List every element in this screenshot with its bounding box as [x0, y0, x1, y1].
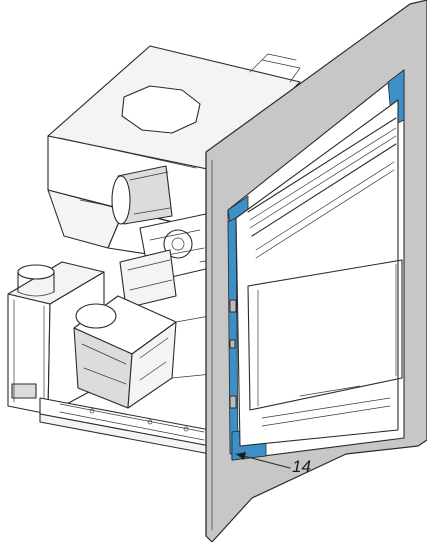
- combustion-block: [73, 295, 177, 409]
- front-panel: [205, 0, 427, 542]
- callout-14: 14: [235, 452, 311, 476]
- callout-label: 14: [292, 457, 311, 476]
- hopper-lid: [121, 85, 201, 134]
- motor-assembly: [111, 165, 211, 309]
